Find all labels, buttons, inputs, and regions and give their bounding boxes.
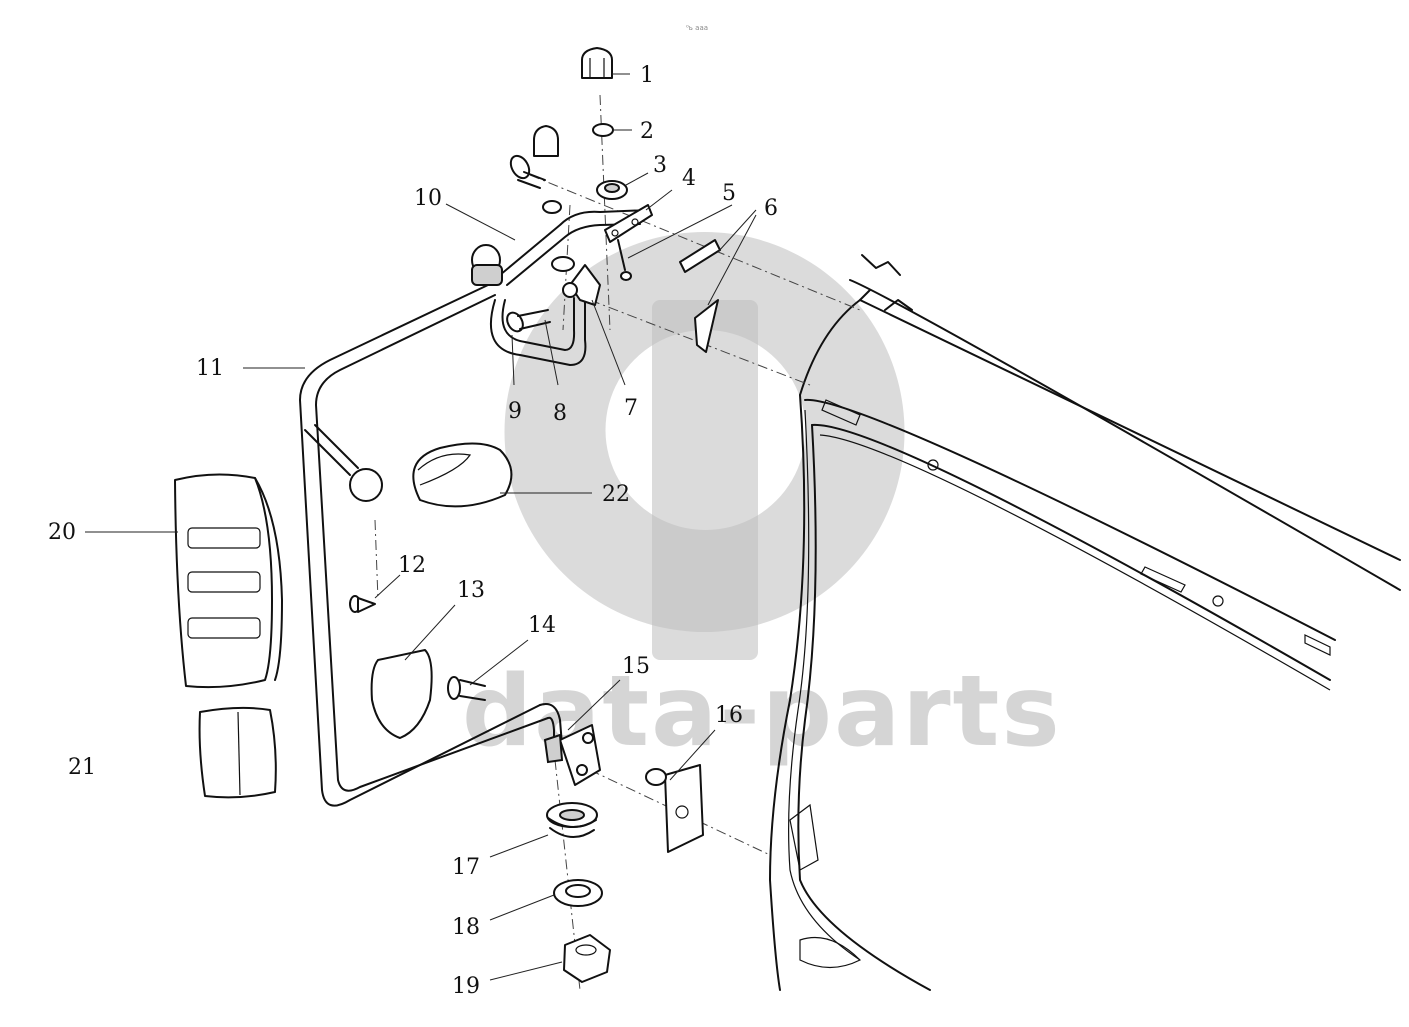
part-22-mirror-cover xyxy=(412,442,513,508)
callout-17: 17 xyxy=(452,855,480,880)
part-15-lower-mount xyxy=(543,724,601,786)
cab-roof-panel xyxy=(799,254,1401,691)
callout-20: 20 xyxy=(48,520,76,545)
callout-10: 10 xyxy=(414,186,442,211)
part-4-clamp-plate xyxy=(604,204,653,243)
callout-1: 1 xyxy=(640,63,654,88)
cap-nut-secondary xyxy=(533,125,559,157)
callout-12: 12 xyxy=(398,553,426,578)
part-21-wide-angle-mirror xyxy=(198,706,277,799)
cab-a-pillar xyxy=(769,394,931,991)
part-12-screw xyxy=(349,595,376,613)
callout-8: 8 xyxy=(553,401,567,426)
part-1-cap-nut xyxy=(581,47,613,79)
callout-11: 11 xyxy=(196,356,224,381)
callout-2: 2 xyxy=(640,119,654,144)
watermark-logo: data-parts xyxy=(462,232,1060,769)
callout-22: 22 xyxy=(602,482,630,507)
callout-7: 7 xyxy=(624,396,638,421)
callout-15: 15 xyxy=(622,654,650,679)
part-13-mirror-housing xyxy=(370,649,433,739)
part-20-main-mirror xyxy=(174,473,283,689)
callout-21: 21 xyxy=(68,755,96,780)
mirror-arm-tube xyxy=(299,209,651,807)
callout-4: 4 xyxy=(682,166,696,191)
part-18-washer xyxy=(553,879,603,907)
part-3-grommet xyxy=(596,180,628,200)
part-16-base-plate xyxy=(645,764,704,853)
callout-18: 18 xyxy=(452,915,480,940)
callout-labels: 1 2 3 4 5 6 7 8 9 10 11 12 13 14 15 16 1… xyxy=(48,63,778,999)
part-7-hinge-bracket xyxy=(551,256,601,306)
part-10-joint-cap xyxy=(471,244,503,286)
header-mark: ⁰ь ааа xyxy=(686,24,708,32)
part-5-screw xyxy=(617,239,632,281)
part-8-bolt xyxy=(506,309,551,333)
callout-14: 14 xyxy=(528,613,556,638)
callout-5: 5 xyxy=(722,181,736,206)
leader-lines xyxy=(85,73,757,981)
callout-16: 16 xyxy=(715,703,743,728)
part-19-hex-nut xyxy=(563,934,611,983)
part-17-spring xyxy=(546,802,598,838)
bolt-upper xyxy=(509,154,546,189)
callout-9: 9 xyxy=(508,399,522,424)
callout-13: 13 xyxy=(457,578,485,603)
callout-19: 19 xyxy=(452,974,480,999)
part-6-gasket-plate xyxy=(679,239,721,353)
washer-upper xyxy=(542,200,562,214)
mirror-ball-joint xyxy=(304,424,383,502)
part-2-lock-washer xyxy=(592,123,614,137)
callout-3: 3 xyxy=(653,153,667,178)
callout-6: 6 xyxy=(764,196,778,221)
